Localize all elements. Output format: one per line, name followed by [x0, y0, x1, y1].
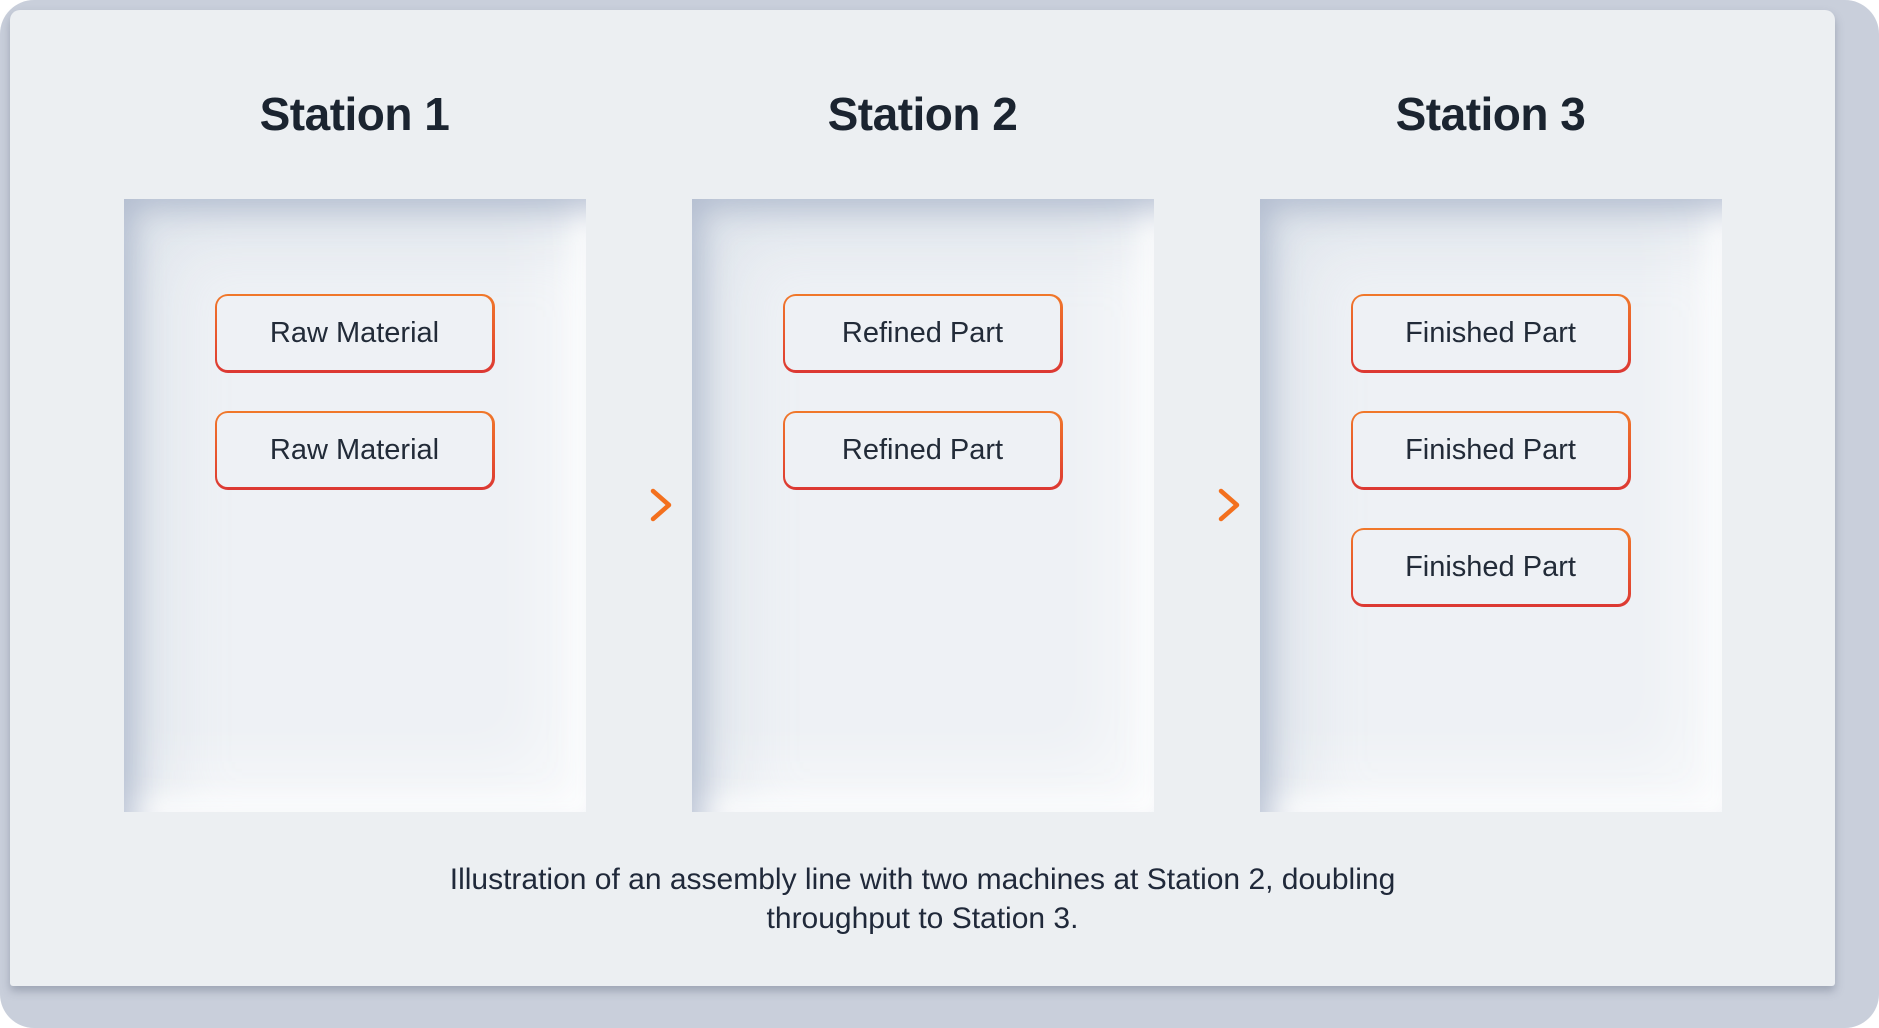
part-label: Raw Material [269, 316, 440, 349]
part-box: Raw Material [214, 293, 495, 373]
station-1-title: Station 1 [259, 88, 450, 140]
caption-line-2: throughput to Station 3. [766, 901, 1079, 935]
station-3-title: Station 3 [1395, 88, 1586, 140]
part-box: Finished Part [1350, 293, 1631, 373]
flow-arrow-icon [1170, 489, 1239, 522]
heading-spacer [1154, 88, 1260, 141]
flow-arrow-cell [586, 199, 692, 812]
assembly-line-card: Station 1 Station 2 Station 3 Raw Materi… [10, 10, 1835, 986]
station-3-panel: Finished Part Finished Part Finished Par… [1259, 198, 1722, 812]
diagram-caption: Illustration of an assembly line with tw… [10, 860, 1835, 938]
flow-arrow-cell [1154, 199, 1260, 812]
part-label: Refined Part [841, 433, 1004, 466]
station-headings-row: Station 1 Station 2 Station 3 [10, 88, 1835, 141]
heading-spacer [586, 88, 692, 141]
part-box: Finished Part [1350, 527, 1631, 607]
station-1-panel: Raw Material Raw Material [123, 198, 586, 812]
part-box: Refined Part [782, 410, 1063, 490]
flow-arrow-icon [602, 489, 671, 522]
station-2-panel: Refined Part Refined Part [691, 198, 1154, 812]
stations-row: Raw Material Raw Material [10, 198, 1835, 812]
part-label: Raw Material [269, 433, 440, 466]
part-label: Finished Part [1405, 316, 1576, 349]
part-label: Finished Part [1405, 550, 1576, 583]
part-label: Refined Part [841, 316, 1004, 349]
part-box: Refined Part [782, 293, 1063, 373]
caption-line-1: Illustration of an assembly line with tw… [449, 862, 1396, 896]
part-label: Finished Part [1405, 433, 1576, 466]
part-box: Raw Material [214, 410, 495, 490]
part-box: Finished Part [1350, 410, 1631, 490]
station-2-title: Station 2 [827, 88, 1018, 140]
